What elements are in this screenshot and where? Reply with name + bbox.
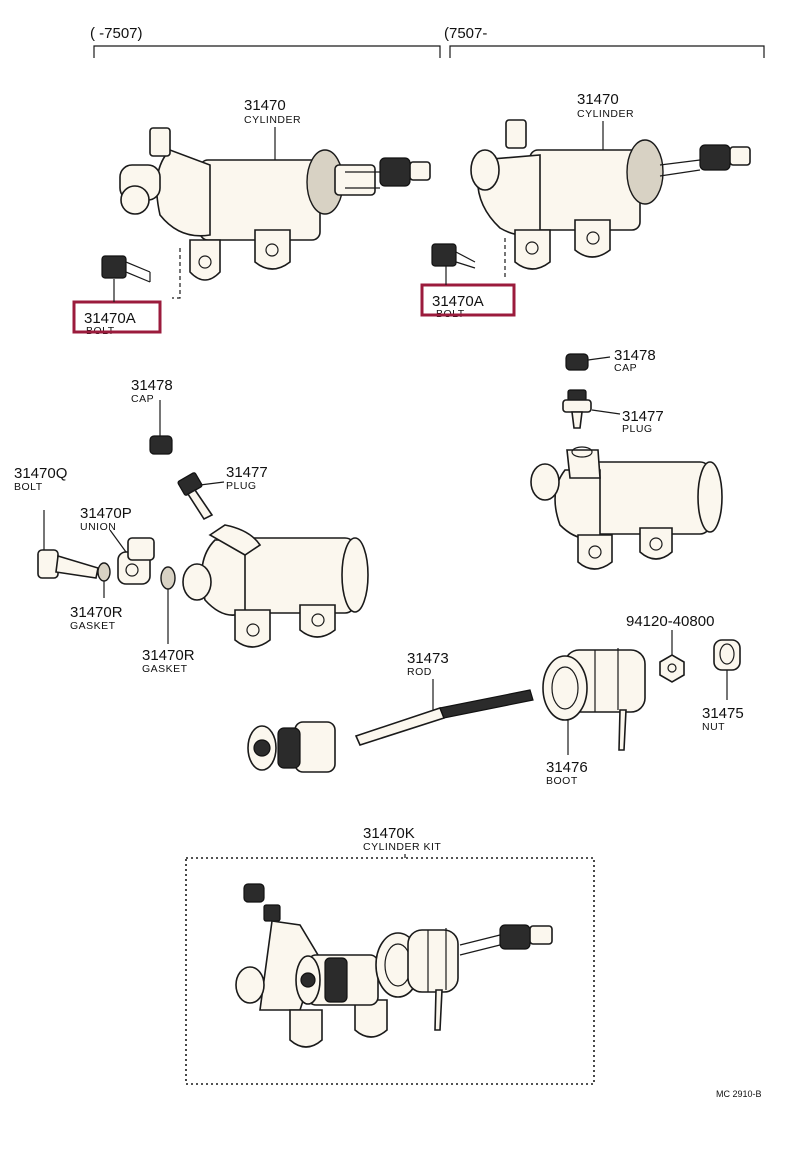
svg-text:31470A: 31470A (84, 310, 136, 327)
svg-text:BOLT: BOLT (14, 481, 43, 493)
callout-plug-left: 31477 PLUG (199, 464, 268, 492)
callout-rod: 31473 ROD (407, 650, 449, 710)
cylinder-left-drawing (101, 127, 431, 299)
svg-text:CYLINDER: CYLINDER (577, 108, 634, 120)
svg-text:31477: 31477 (622, 408, 664, 425)
callout-cap-right: 31478 CAP (614, 347, 656, 374)
callout-cap-left: 31478 CAP (131, 377, 173, 405)
svg-text:31470K: 31470K (363, 825, 415, 842)
svg-text:ROD: ROD (407, 666, 432, 678)
cylinder-kit-drawing (235, 883, 553, 1048)
callout-bolt-a-left: 31470A BOLT (72, 279, 162, 337)
header-left: ( -7507) (90, 25, 143, 42)
plug-left-drawing (177, 472, 214, 521)
bolt-q-drawing (37, 510, 99, 579)
svg-text:31470: 31470 (577, 91, 619, 108)
cylinder-mid-right-drawing (530, 446, 723, 570)
cylinder-mid-left-drawing (182, 524, 369, 648)
svg-text:31473: 31473 (407, 650, 449, 667)
svg-text:31470P: 31470P (80, 505, 132, 522)
svg-text:31470: 31470 (244, 97, 286, 114)
callout-plug-right: 31477 PLUG (622, 408, 664, 435)
cylinder-right-drawing (431, 119, 751, 278)
cylinder-kit-frame (185, 857, 595, 1085)
callout-bolt-q: 31470Q BOLT (14, 465, 67, 493)
header-right-range: (7507- (444, 25, 765, 58)
svg-text:BOOT: BOOT (546, 775, 578, 787)
callout-cylinder-left: 31470 CYLINDER (244, 97, 301, 160)
diagram-code: MC 2910-B (716, 1089, 762, 1099)
svg-text:CAP: CAP (614, 362, 637, 374)
gasket-r1-drawing (97, 562, 111, 598)
svg-text:PLUG: PLUG (622, 423, 653, 435)
gasket-r2-drawing (160, 566, 176, 644)
highlight-box-left (72, 300, 162, 334)
svg-text:31477: 31477 (226, 464, 268, 481)
cap-right-drawing (565, 353, 611, 371)
washer-drawing (659, 630, 685, 683)
nut-drawing (713, 639, 741, 700)
boot-drawing (542, 648, 646, 755)
svg-text:31475: 31475 (702, 705, 744, 722)
svg-text:31470R: 31470R (70, 604, 123, 621)
piston-drawing (247, 721, 336, 773)
svg-text:UNION: UNION (80, 521, 116, 533)
svg-text:31470A: 31470A (432, 293, 484, 310)
callout-gasket-r2: 31470R GASKET (142, 647, 195, 675)
highlight-box-right (420, 283, 516, 317)
plug-right-drawing (562, 389, 621, 429)
svg-text:GASKET: GASKET (70, 620, 116, 632)
callout-cylinder-kit: 31470K CYLINDER KIT (363, 825, 441, 858)
svg-text:31478: 31478 (131, 377, 173, 394)
rod-drawing (354, 689, 534, 746)
callout-bolt-a-right: 31470A BOLT (420, 266, 516, 320)
svg-text:31478: 31478 (614, 347, 656, 364)
svg-text:PLUG: PLUG (226, 480, 257, 492)
callout-union-p: 31470P UNION (80, 505, 132, 533)
callout-washer: 94120-40800 (626, 613, 714, 630)
svg-text:CYLINDER: CYLINDER (244, 114, 301, 126)
svg-text:31470R: 31470R (142, 647, 195, 664)
svg-text:94120-40800: 94120-40800 (626, 613, 714, 630)
header-left-range: ( -7507) (90, 25, 441, 58)
union-p-drawing (109, 529, 155, 585)
header-right: (7507- (444, 25, 487, 42)
svg-text:CAP: CAP (131, 393, 154, 405)
cap-left-drawing (149, 400, 173, 455)
svg-text:31470Q: 31470Q (14, 465, 67, 482)
callout-nut: 31475 NUT (702, 705, 744, 733)
callout-boot: 31476 BOOT (546, 759, 588, 787)
svg-text:GASKET: GASKET (142, 663, 188, 675)
svg-text:CYLINDER KIT: CYLINDER KIT (363, 841, 441, 853)
callout-gasket-r1: 31470R GASKET (70, 604, 123, 632)
callout-cylinder-right: 31470 CYLINDER (577, 91, 634, 150)
svg-text:NUT: NUT (702, 721, 725, 733)
svg-text:31476: 31476 (546, 759, 588, 776)
